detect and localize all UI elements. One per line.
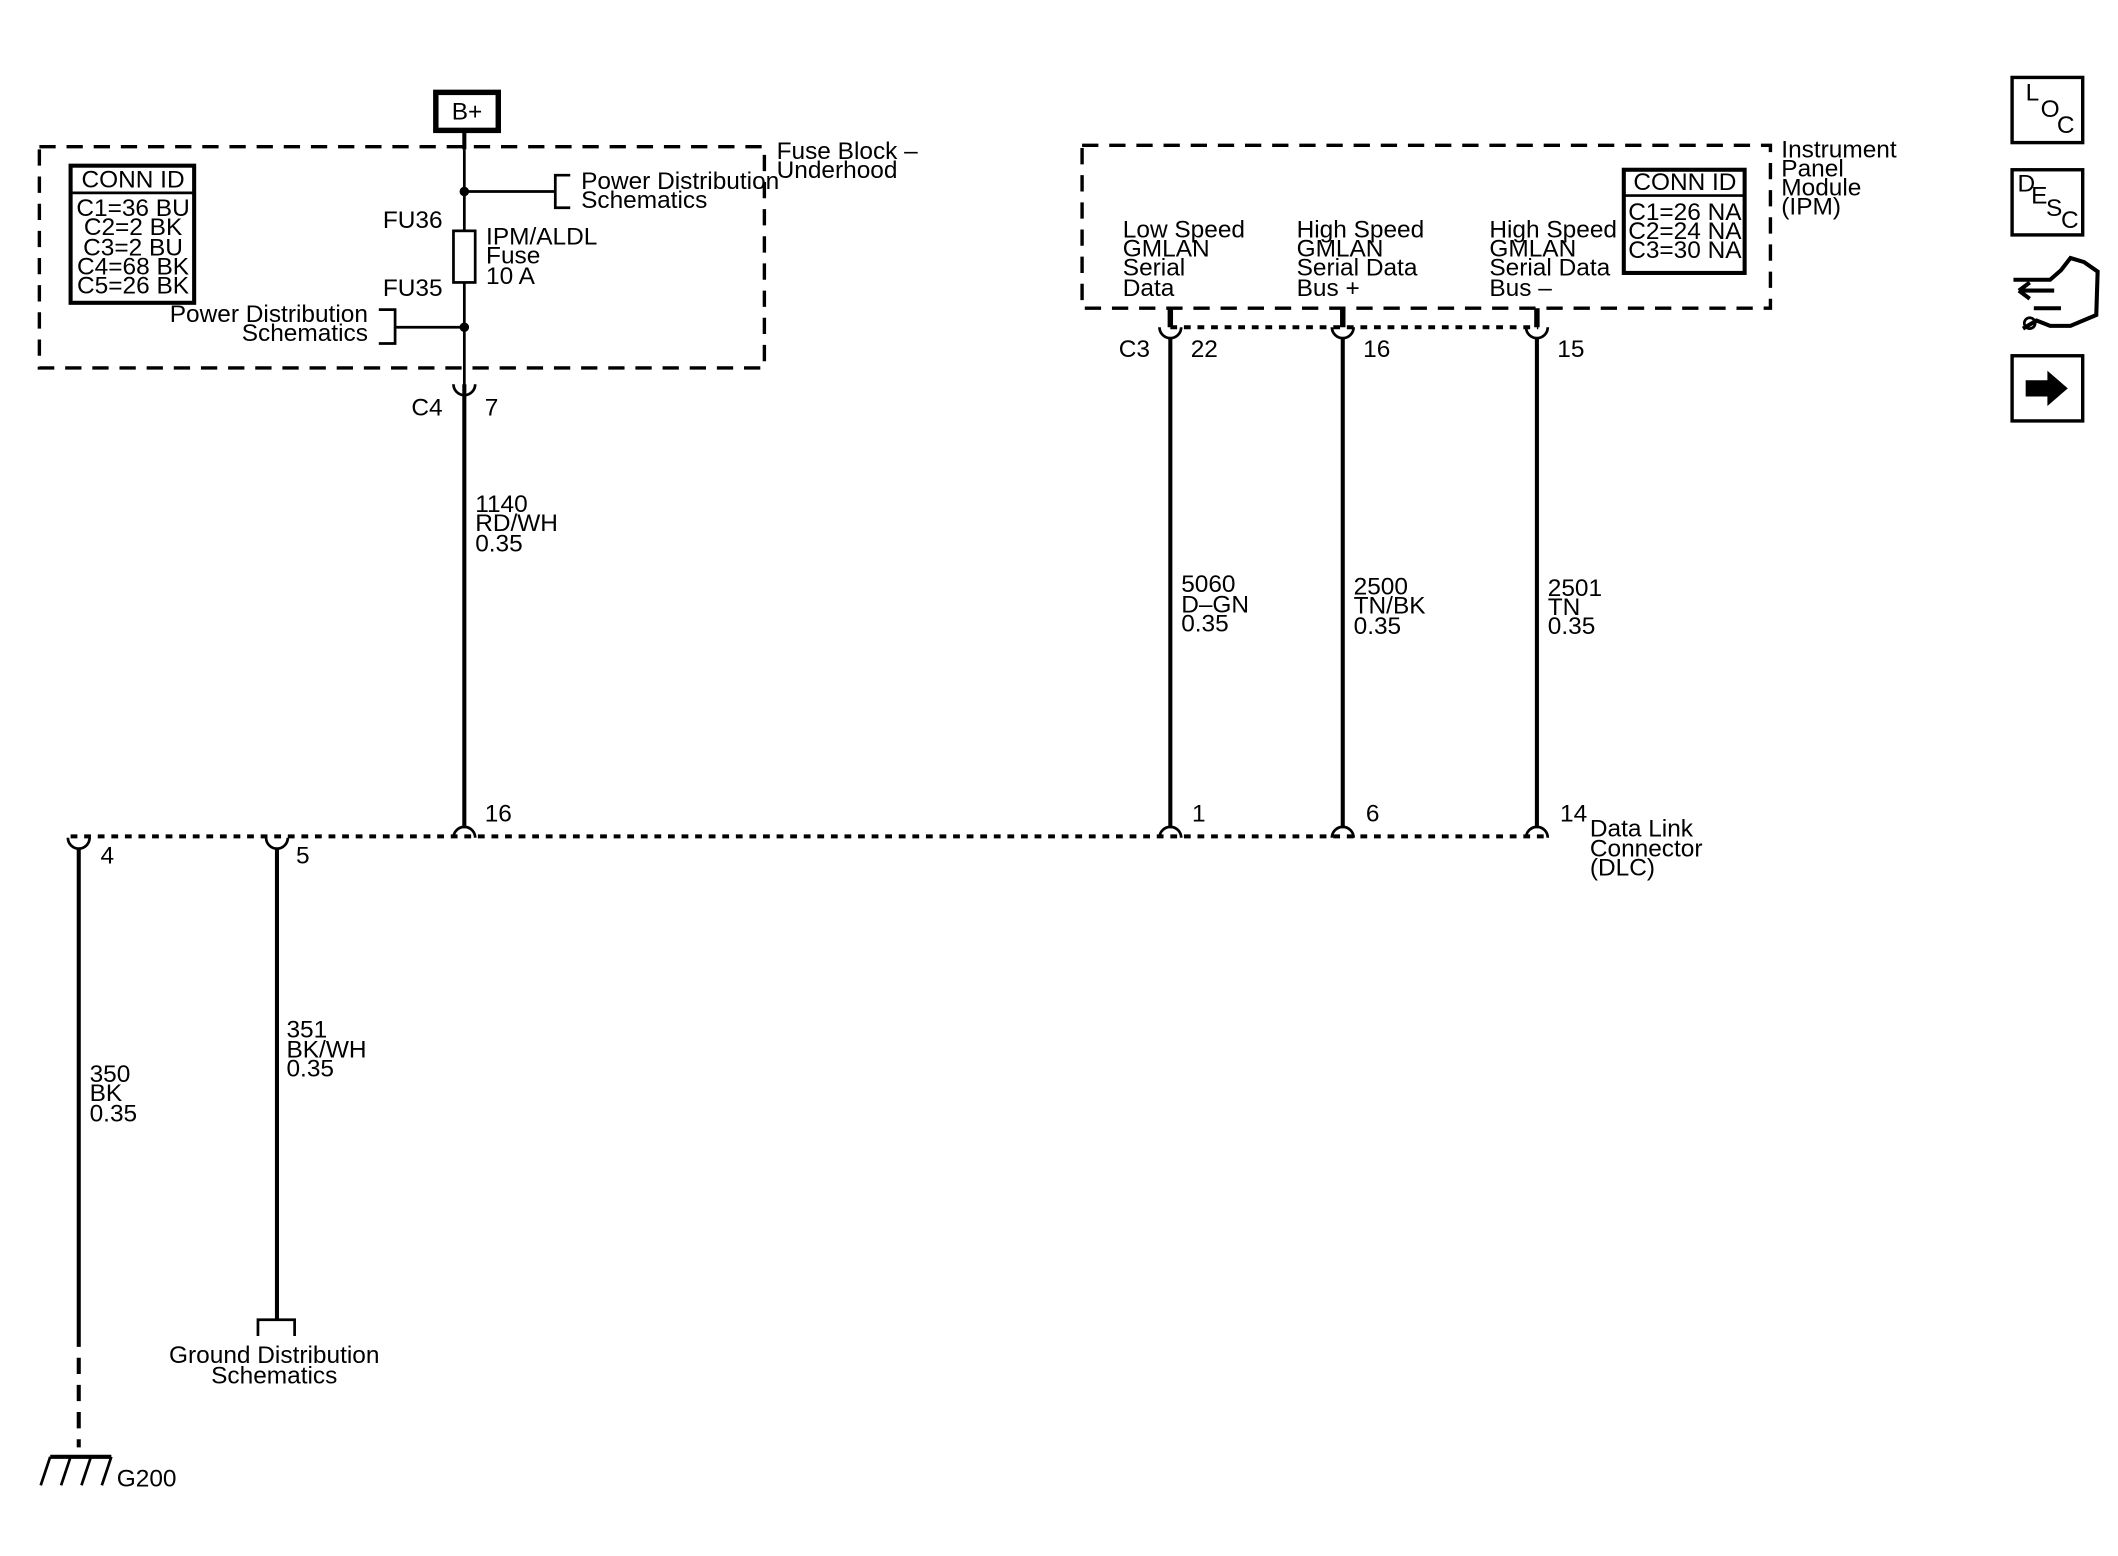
wire-350-color: BK [90,1080,123,1107]
ipm-signal-low-4: Data [1123,275,1175,302]
ipm-signal-low-3: Serial [1123,255,1185,282]
ipm-signal-hsm-2: GMLAN [1489,236,1576,263]
dlc-title-1: Data Link [1590,815,1694,842]
ipm-signal-low-1: Low Speed [1123,217,1245,244]
dlc-pin-6: 6 [1366,800,1380,827]
desc-letter: S [2046,195,2062,222]
dlc-title-3: (DLC) [1590,855,1655,882]
loc-letter: O [2041,96,2060,123]
wire-351-color: BK/WH [286,1037,366,1064]
c4-pin-label: 7 [485,394,499,421]
dlc-pin-4: 4 [100,843,114,870]
wire-1140-gauge: 0.35 [475,530,523,557]
wire-351-gauge: 0.35 [286,1056,334,1083]
wire-350-circuit: 350 [90,1061,131,1088]
fuse-block-title-1: Fuse Block – [777,138,919,165]
wrench-hand-icon[interactable] [2013,255,2100,331]
fuse-block-conn-id-box [68,163,197,305]
power-dist-right-2: Schematics [581,187,707,214]
fuse-conn-id-header: CONN ID [81,166,184,193]
wire-2500-circuit: 2500 [1354,574,1408,601]
ipm-conn-id-row: C1=26 NA [1628,199,1742,226]
desc-letter: D [2018,170,2036,197]
dlc-pin-1: 1 [1192,800,1206,827]
wire-2500-color: TN/BK [1354,593,1427,620]
c4-connector-label: C4 [411,394,442,421]
power-dist-right-1: Power Distribution [581,168,779,195]
desc-letter: E [2031,183,2047,210]
fuse-conn-id-row: C4=68 BK [77,253,190,280]
fuse-block-title-2: Underhood [777,157,898,184]
ipm-box [1080,143,1773,310]
fu35-label: FU35 [383,275,443,302]
ipm-pin-22: 22 [1191,336,1218,363]
ipm-signal-hsm-1: High Speed [1489,217,1617,244]
wire-2500-gauge: 0.35 [1354,613,1402,640]
loc-letter: C [2057,112,2075,139]
ground-dist-2: Schematics [211,1363,337,1390]
fuse-conn-id-row: C3=2 BU [83,234,183,261]
ground-g200-icon [39,1454,113,1486]
ipm-signal-low-2: GMLAN [1123,236,1210,263]
arrow-right-icon [2025,370,2068,406]
ipm-conn-id-box [1621,167,1747,275]
ipm-pin-15: 15 [1557,336,1584,363]
dlc-pin-16: 16 [485,800,512,827]
ipm-title-3: Module [1781,175,1861,202]
dlc-title-2: Connector [1590,836,1703,863]
ipm-conn-id-row: C2=24 NA [1628,218,1742,245]
loc-letter: L [2026,80,2040,107]
wire-5060-gauge: 0.35 [1181,610,1229,637]
wire-351-circuit: 351 [286,1016,327,1043]
ipm-signal-hsp-4: Bus + [1297,275,1360,302]
ipm-conn-id-row: C3=30 NA [1628,237,1742,264]
ipm-aldl-fuse [452,229,477,284]
fuse-conn-id-row: C2=2 BK [84,214,183,241]
battery-box [433,89,501,134]
wire-2501-circuit: 2501 [1548,575,1602,602]
power-dist-left-2: Schematics [242,320,368,347]
power-dist-left-1: Power Distribution [170,301,368,328]
fuse-name-2: Fuse [486,242,540,269]
fu36-label: FU36 [383,207,443,234]
fuse-block-box [37,144,767,370]
ipm-signal-hsm-3: Serial Data [1489,255,1610,282]
ipm-signal-hsp-3: Serial Data [1297,255,1418,282]
ipm-title-1: Instrument [1781,137,1897,164]
wire-5060-color: D–GN [1181,591,1249,618]
ipm-signal-hsp-1: High Speed [1297,217,1425,244]
ipm-title-2: Panel [1781,156,1843,183]
wire-350-gauge: 0.35 [90,1100,138,1127]
wire-1140-color: RD/WH [475,510,558,537]
c3-connector-label: C3 [1119,336,1150,363]
desc-button[interactable] [2010,168,2085,237]
ipm-pin-16: 16 [1363,336,1390,363]
wire-2501-gauge: 0.35 [1548,613,1596,640]
fuse-conn-id-row: C5=26 BK [77,272,190,299]
wire-1140-circuit: 1140 [475,491,528,518]
wire-2501-color: TN [1548,594,1581,621]
wire-5060-circuit: 5060 [1181,571,1235,598]
ipm-title-4: (IPM) [1781,194,1841,221]
ground-g200-label: G200 [117,1466,177,1493]
dlc-pin-5: 5 [296,843,310,870]
fuse-name-1: IPM/ALDL [486,223,597,250]
dlc-pin-14: 14 [1560,800,1587,827]
fuse-conn-id-row: C1=36 BU [76,195,189,222]
ipm-signal-hsp-2: GMLAN [1297,236,1384,263]
ipm-signal-hsm-4: Bus – [1489,275,1552,302]
next-button[interactable] [2010,354,2085,423]
fuse-rating: 10 A [486,263,536,290]
loc-button[interactable] [2010,75,2085,145]
battery-label: B+ [452,99,483,126]
ipm-conn-id-header: CONN ID [1633,169,1736,196]
ground-dist-1: Ground Distribution [169,1342,379,1369]
desc-letter: C [2061,207,2079,234]
